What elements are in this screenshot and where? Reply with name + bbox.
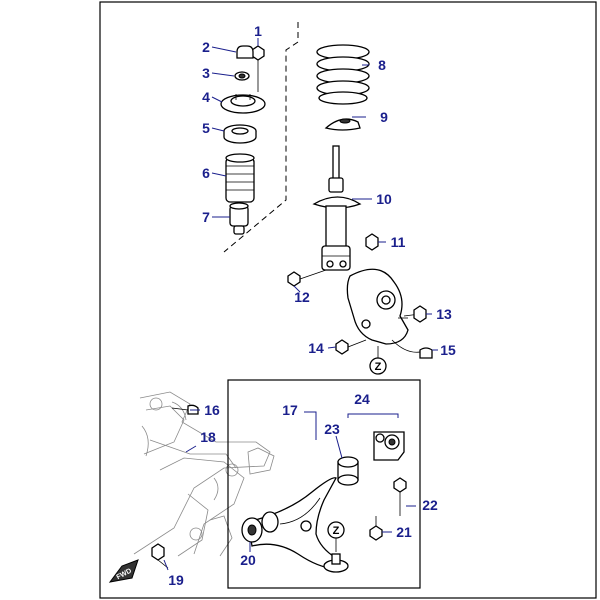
- callout-1: 1: [254, 23, 262, 39]
- callout-16: 16: [204, 402, 220, 418]
- connector-z-upper-label: Z: [375, 361, 382, 373]
- callout-21: 21: [396, 524, 412, 540]
- callout-24: 24: [354, 391, 370, 407]
- part-5-bearing: [223, 124, 257, 144]
- callout-17: 17: [282, 402, 298, 418]
- part-22-bolt: [393, 477, 407, 516]
- ball-joint: [323, 553, 349, 573]
- part-14-bolt: [335, 339, 367, 355]
- part-8-coil-spring: [316, 44, 370, 105]
- callout-6: 6: [202, 165, 210, 181]
- callout-11: 11: [391, 234, 406, 250]
- part-7-bump-stop: [229, 202, 249, 235]
- callout-22: 22: [422, 497, 438, 513]
- part-20-front-bushing: [241, 511, 279, 543]
- callout-17-leader: [304, 411, 317, 440]
- callout-13: 13: [436, 306, 452, 322]
- part-23-rear-bushing: [337, 456, 359, 486]
- part-13-bolt: [403, 305, 427, 323]
- callout-15: 15: [440, 342, 456, 358]
- callout-19: 19: [168, 572, 184, 588]
- connector-z-lower-label: Z: [333, 525, 340, 537]
- part-6-dust-boot: [225, 153, 255, 203]
- part-4-upper-mount: [220, 94, 266, 114]
- callout-3: 3: [202, 65, 210, 81]
- callout-12: 12: [294, 289, 310, 305]
- callout-4: 4: [202, 89, 210, 105]
- callout-2: 2: [202, 39, 210, 55]
- callout-8: 8: [378, 57, 386, 73]
- part-3-washer: [234, 71, 250, 81]
- callout-9: 9: [380, 109, 388, 125]
- callout-18: 18: [200, 429, 216, 445]
- callout-23: 23: [324, 421, 340, 437]
- callout-leaders: [163, 38, 438, 571]
- callout-14: 14: [308, 340, 324, 356]
- part-9-spring-seat: [324, 118, 361, 131]
- part-lower-control-arm: [247, 477, 339, 569]
- lower-arm-kit-box: [227, 379, 421, 589]
- part-24-bracket: [373, 431, 405, 461]
- callout-5: 5: [202, 120, 210, 136]
- part-12-bolt: [287, 269, 327, 287]
- callout-7: 7: [202, 209, 210, 225]
- callout-20: 20: [240, 552, 256, 568]
- connector-z-lower: Z: [327, 521, 345, 552]
- strut-assembly-boundary: [223, 22, 299, 253]
- part-11-nut: [365, 233, 379, 251]
- part-21-bolt: [369, 516, 383, 541]
- part-2-cap: [236, 45, 254, 59]
- forward-direction-marker: FWD: [108, 559, 139, 583]
- part-19-bolt: [151, 543, 169, 569]
- part-1-top-nut: [251, 45, 265, 92]
- connector-z-upper: Z: [369, 346, 387, 375]
- steering-knuckle: [346, 268, 409, 345]
- part-15-cap: [391, 339, 433, 359]
- callout-10: 10: [376, 191, 392, 207]
- callout-24-bracket-leader: [347, 413, 399, 418]
- part-10-strut: [312, 145, 362, 271]
- page-border: [99, 1, 597, 599]
